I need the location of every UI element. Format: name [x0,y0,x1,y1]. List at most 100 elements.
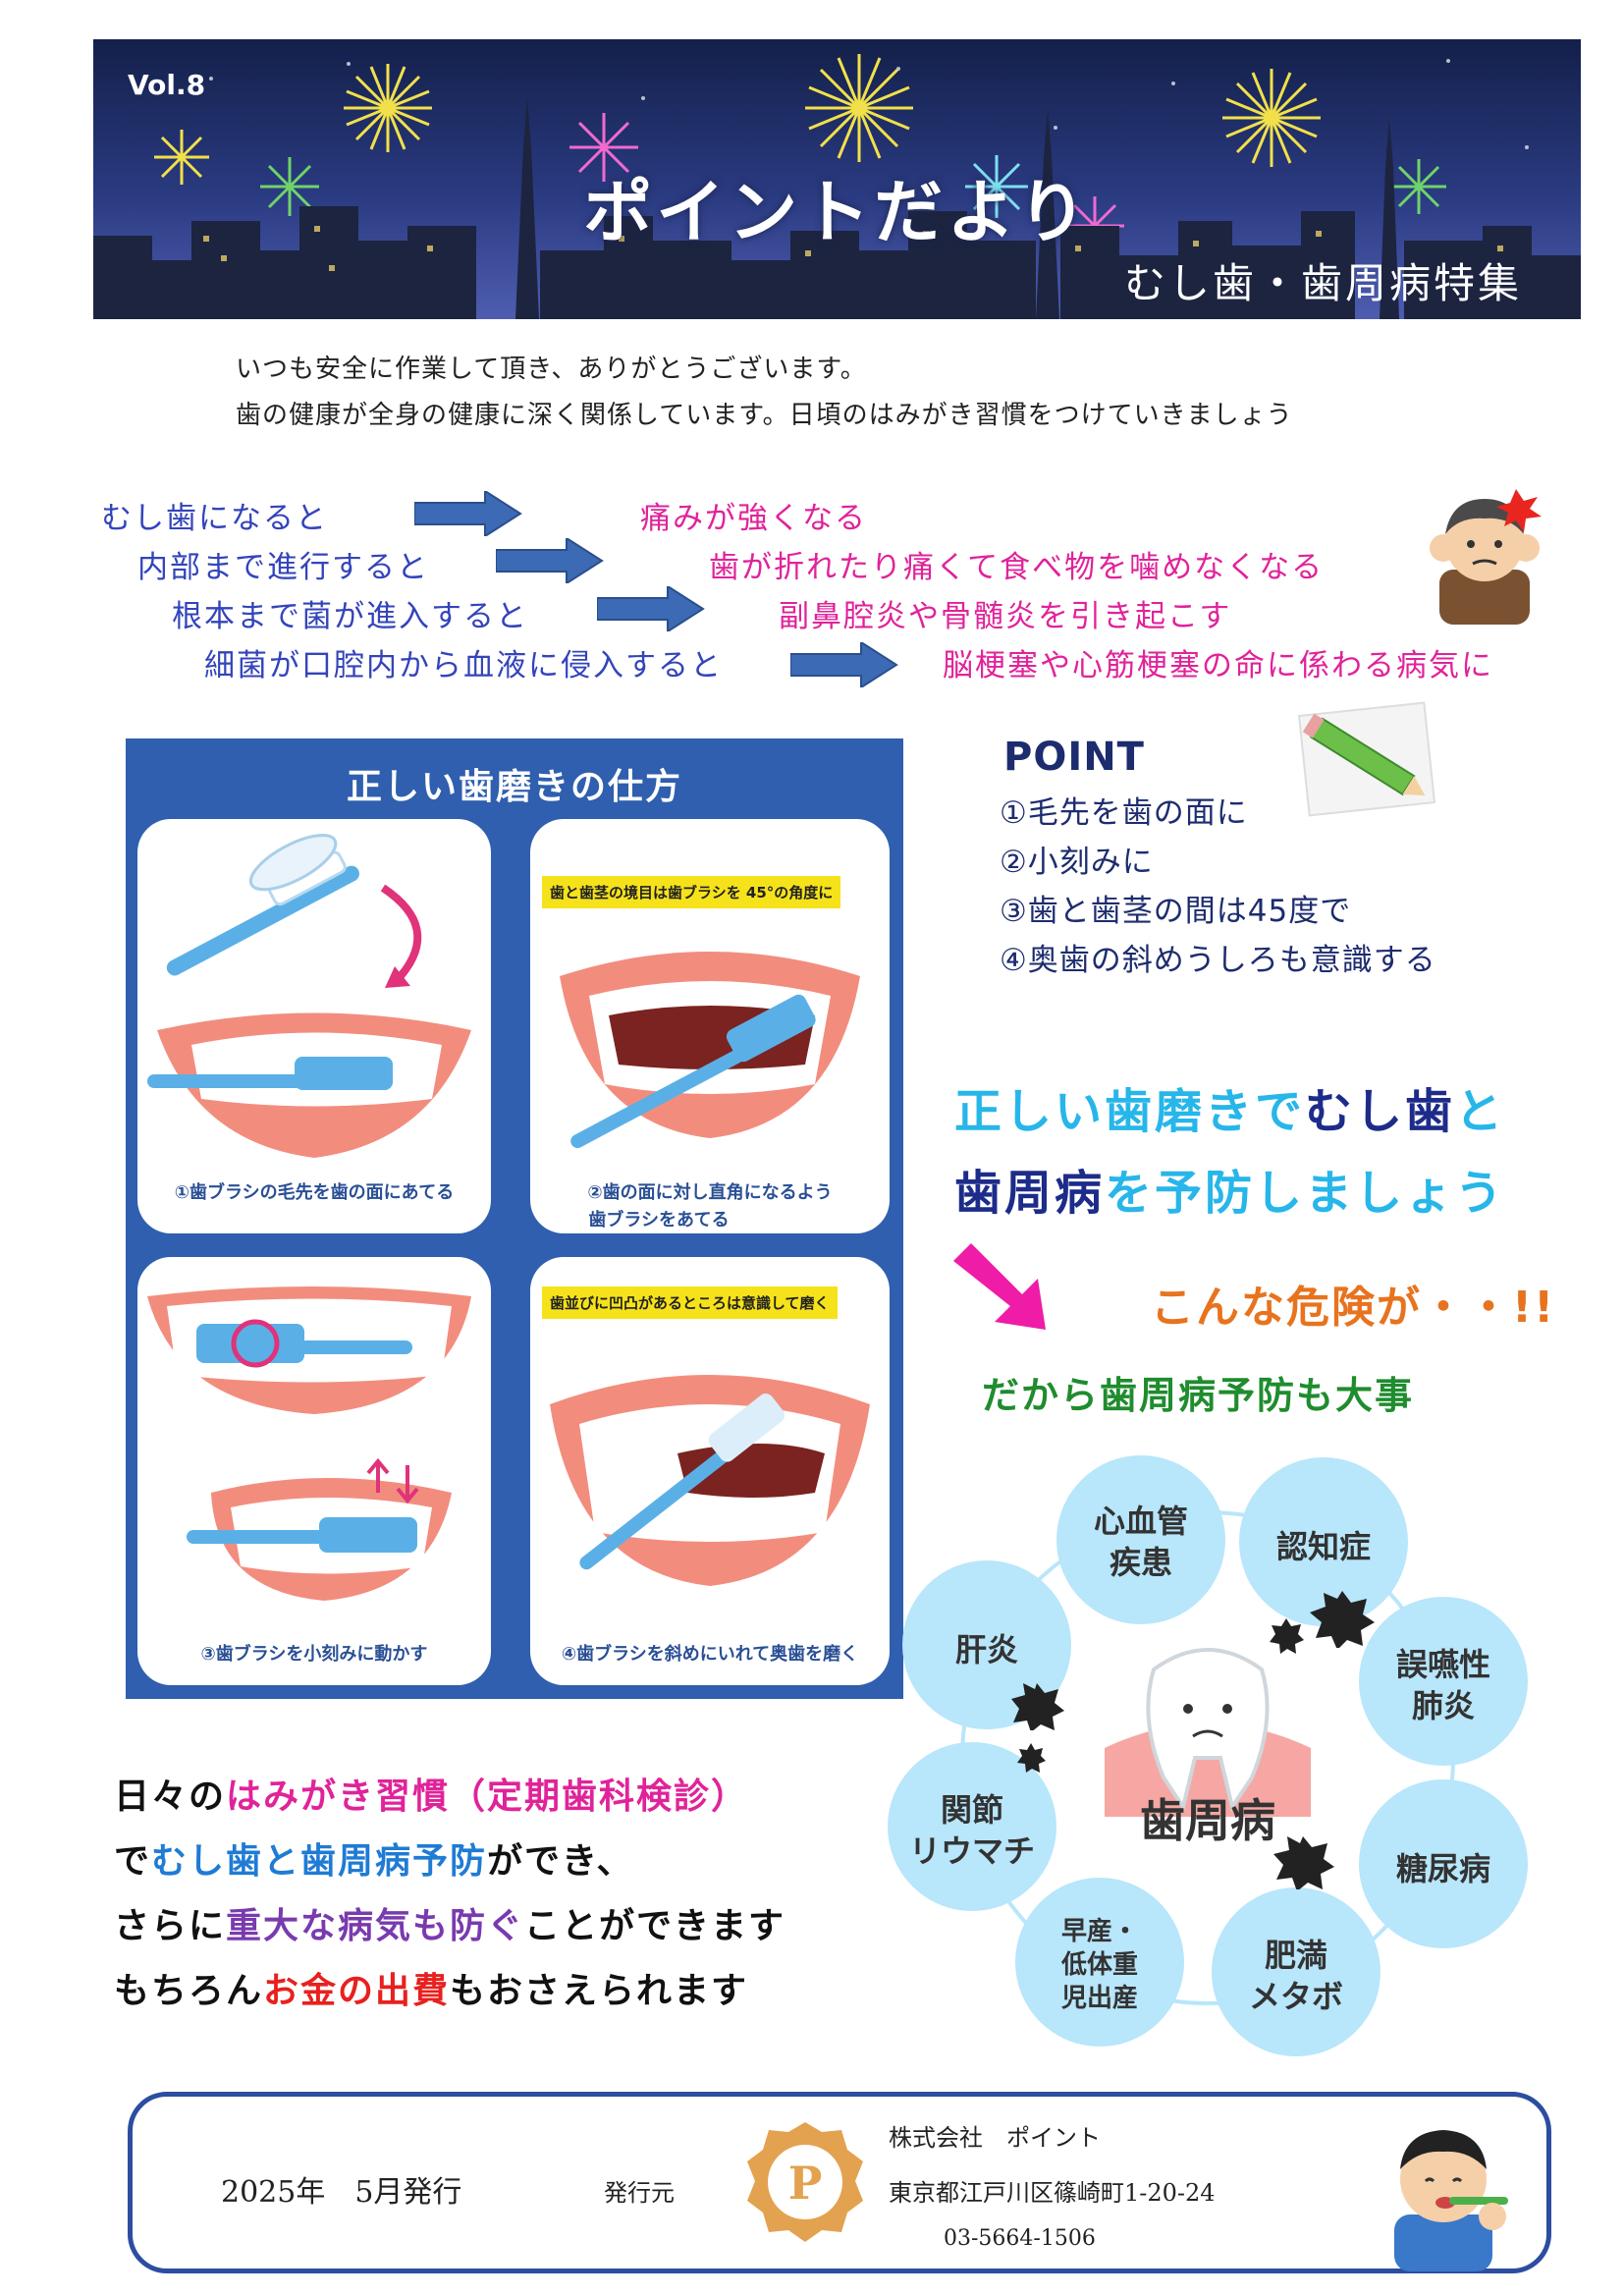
closing-line-4: もちろんお金の出費もおさえられます [114,1962,748,2013]
brushing-step-caption-1: ①歯ブラシの毛先を歯の面にあてる [174,1182,455,1203]
flow-effect-4: 脳梗塞や心筋梗塞の命に係わる病気に [943,648,1493,683]
brushing-step-card-2: 歯と歯茎の境目は歯ブラシを 45°の角度に ②歯の面に対し直角になるよう 歯ブラ… [530,819,890,1233]
point-item-2: ②小刻みに [1000,845,1154,880]
point-item-4: ④奥歯の斜めうしろも意識する [1000,943,1436,978]
angled-toothbrush-illustration [560,952,860,1149]
brushing-tip-note-4: 歯並びに凹凸があるところは意識して磨く [542,1286,838,1319]
header-banner: Vol.8 ポイントだより むし歯・歯周病特集 [93,39,1581,319]
toothbrush-on-teeth-illustration [147,834,471,1158]
closing-line-1: 日々のはみがき習慣（定期歯科検診） [114,1768,748,1819]
prevention-important-text: だから歯周病予防も大事 [982,1374,1415,1417]
publisher-label: 発行元 [604,2179,675,2207]
brushing-step-card-1: ①歯ブラシの毛先を歯の面にあてる [137,819,491,1233]
disease-label: 低体重 [1060,1950,1138,1980]
flow-cause-3: 根本まで菌が進入すると [172,599,528,634]
intro-line-1: いつも安全に作業して頂き、ありがとうございます。 [236,355,867,384]
down-right-arrow-icon [953,1243,1046,1330]
disease-label: メタボ [1248,1978,1343,2015]
flow-effect-2: 歯が折れたり痛くて食べ物を噛めなくなる [709,550,1325,585]
flow-cause-1: むし歯になると [101,501,328,536]
pencil-note-icon [1297,701,1436,817]
small-strokes-illustration [147,1286,471,1601]
back-teeth-brushing-illustration [550,1375,870,1586]
closing-part: むし歯と歯周病予防 [151,1841,488,1882]
slogan-part: と [1455,1084,1506,1139]
company-name: 株式会社 ポイント [889,2124,1101,2152]
point-item-3: ③歯と歯茎の間は45度で [1000,894,1352,929]
disease-label: 疾患 [1109,1544,1172,1581]
disease-label: 肝炎 [954,1631,1018,1668]
brushing-guide-panel: 正しい歯磨きの仕方 ①歯ブラシの毛先を歯の面にあてる 歯と歯茎の境目は歯ブラシを… [126,738,903,1699]
germ-icon [1273,1836,1334,1889]
right-arrow-icon [597,586,705,631]
company-logo-letter: P [788,2157,823,2210]
disease-cardiovascular: 心血管 疾患 [1062,1461,1219,1618]
brushing-guide-title: 正しい歯磨きの仕方 [346,767,682,807]
slogan-part: 正しい歯磨きで [954,1084,1306,1139]
closing-part: もおさえられます [450,1971,749,2011]
brushing-step-caption-2b: 歯ブラシをあてる [588,1210,730,1230]
company-address: 東京都江戸川区篠崎町1-20-24 [889,2179,1216,2207]
disease-label: 肥満 [1264,1937,1327,1974]
brushing-step-caption-2a: ②歯の面に対し直角になるよう [587,1182,833,1203]
brushing-step-caption-4: ④歯ブラシを斜めにいれて奥歯を磨く [561,1644,859,1665]
disease-rheumatoid-arthritis: 関節 リウマチ [893,1748,1051,1905]
closing-part: ができ、 [487,1841,634,1882]
flow-cause-2: 内部まで進行すると [137,550,429,585]
disease-label: 早産・ [1060,1917,1138,1946]
intro-line-2: 歯の健康が全身の健康に深く関係しています。日頃のはみがき習慣をつけていきましょう [236,401,1293,430]
wheel-center-label: 歯周病 [1140,1794,1275,1847]
disease-aspiration-pneumonia: 誤嚥性 肺炎 [1365,1603,1522,1760]
disease-dementia: 認知症 [1245,1463,1402,1620]
brushing-tip-note-2: 歯と歯茎の境目は歯ブラシを 45°の角度に [542,876,841,908]
closing-line-2: でむし歯と歯周病予防ができ、 [114,1832,634,1884]
right-arrow-icon [496,538,604,583]
closing-part: 日々の [114,1777,227,1817]
right-arrow-icon [790,642,898,687]
newsletter-title: ポイントだより [583,172,1091,252]
brushing-step-caption-3: ③歯ブラシを小刻みに動かす [200,1644,428,1665]
sad-tooth-icon [1105,1648,1311,1817]
disease-label: 糖尿病 [1395,1850,1490,1887]
danger-warning: こんな危険が・・!! [1151,1283,1556,1333]
flow-effect-3: 副鼻腔炎や骨髄炎を引き起こす [779,599,1232,634]
germ-icon [1270,1618,1304,1654]
disease-premature-birth: 早産・ 低体重 児出産 [1021,1884,1178,2041]
germ-icon [1310,1591,1375,1648]
point-heading: POINT [1003,735,1145,780]
brushing-man-illustration [1394,2130,1508,2271]
fireworks-cityscape-illustration [93,54,1581,319]
flow-cause-4: 細菌が口腔内から血液に侵入すると [204,648,723,683]
closing-part: 重大な病気も防ぐ [226,1906,525,1946]
disease-obesity: 肥満 メタボ [1218,1893,1375,2050]
publisher-footer: 2025年 5月発行 発行元 P 株式会社 ポイント 東京都江戸川区篠崎町1-2… [128,2092,1551,2273]
closing-part: はみがき習慣（定期歯科検診） [226,1777,749,1817]
germ-icon [1017,1743,1046,1773]
closing-part: もちろん [114,1971,264,2011]
right-arrow-icon [414,491,522,536]
slogan-part: を予防しましょう [1105,1166,1506,1221]
toothache-person-illustration [1430,489,1542,625]
issue-date: 2025年 5月発行 [221,2175,462,2210]
flow-effect-1: 痛みが強くなる [640,501,867,536]
volume-number: Vol.8 [128,69,206,101]
slogan-line-1: 正しい歯磨きでむし歯と [954,1072,1505,1141]
newsletter-subtitle: むし歯・歯周病特集 [1123,259,1522,307]
disease-label: 肺炎 [1411,1687,1475,1724]
closing-part: で [114,1841,152,1882]
closing-part: お金の出費 [263,1971,451,2011]
disease-label: 関節 [940,1791,1003,1829]
disease-label: 児出産 [1060,1984,1138,2013]
closing-part: ことができます [524,1906,786,1946]
brushing-step-card-3: ③歯ブラシを小刻みに動かす [137,1257,491,1685]
closing-line-3: さらに重大な病気も防ぐことができます [114,1897,785,1948]
germ-icon [1011,1683,1064,1730]
slogan-part: 歯周病 [954,1166,1106,1221]
disease-label: 心血管 [1093,1503,1188,1540]
disease-diabetes: 糖尿病 [1365,1785,1522,1942]
point-item-1: ①毛先を歯の面に [1000,795,1248,831]
disease-label: 認知症 [1275,1528,1371,1565]
company-logo-icon: P [747,2122,863,2242]
closing-part: さらに [114,1906,227,1946]
company-phone: 03-5664-1506 [944,2226,1096,2251]
